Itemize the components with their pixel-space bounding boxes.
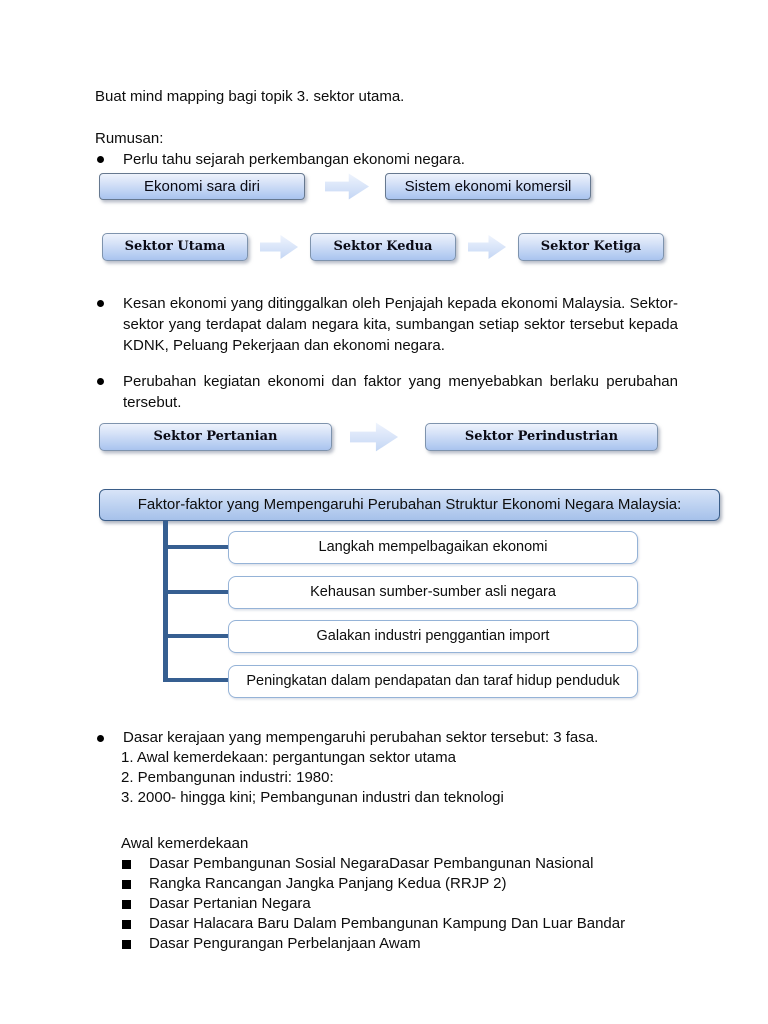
square-bullet-icon xyxy=(122,940,131,949)
tree-branch-line xyxy=(166,590,228,594)
square-bullet-icon xyxy=(122,860,131,869)
bullet-item-kesan-ekonomi: Kesan ekonomi yang ditinggalkan oleh Pen… xyxy=(95,293,678,356)
faktor-tree-diagram: Langkah mempelbagaikan ekonomi Kehausan … xyxy=(99,521,678,712)
bullet-dot-icon xyxy=(97,378,104,385)
arrow-right-icon xyxy=(325,173,369,200)
square-bullet-text: Dasar Pertanian Negara xyxy=(149,895,311,912)
bullet-item-sejarah: Perlu tahu sejarah perkembangan ekonomi … xyxy=(95,149,678,170)
page-title: Buat mind mapping bagi topik 3. sektor u… xyxy=(95,88,405,105)
numbered-item: 1. Awal kemerdekaan: pergantungan sektor… xyxy=(121,749,456,766)
square-bullet-item: Rangka Rancangan Jangka Panjang Kedua (R… xyxy=(95,874,678,894)
square-bullet-item: Dasar Halacara Baru Dalam Pembangunan Ka… xyxy=(95,914,678,934)
faktor-item-box: Kehausan sumber-sumber asli negara xyxy=(228,576,638,609)
flow-box-sektor-kedua: Sektor Kedua xyxy=(310,233,456,261)
bullet-text: Perubahan kegiatan ekonomi dan faktor ya… xyxy=(123,373,678,411)
bullet-text: Kesan ekonomi yang ditinggalkan oleh Pen… xyxy=(123,295,678,354)
square-bullet-icon xyxy=(122,920,131,929)
arrow-right-icon xyxy=(260,235,298,259)
flowchart-sectors: Sektor Utama Sektor Kedua Sektor Ketiga xyxy=(102,233,678,261)
numbered-item: 3. 2000- hingga kini; Pembangunan indust… xyxy=(121,789,504,806)
flow-box-sektor-ketiga: Sektor Ketiga xyxy=(518,233,664,261)
document-content: Buat mind mapping bagi topik 3. sektor u… xyxy=(95,86,720,954)
square-bullet-item: Dasar Pertanian Negara xyxy=(95,894,678,914)
square-bullet-item: Dasar Pembangunan Sosial NegaraDasar Pem… xyxy=(95,854,678,874)
rumusan-label: Rumusan: xyxy=(95,130,164,147)
flow-box-sektor-utama: Sektor Utama xyxy=(102,233,248,261)
flow-box-sistem-ekonomi-komersil: Sistem ekonomi komersil xyxy=(385,173,591,200)
tree-branch-line xyxy=(166,545,228,549)
flow-box-sektor-pertanian: Sektor Pertanian xyxy=(99,423,332,451)
faktor-item-box: Galakan industri penggantian import xyxy=(228,620,638,653)
faktor-header-box: Faktor-faktor yang Mempengaruhi Perubaha… xyxy=(99,489,720,521)
square-bullet-icon xyxy=(122,880,131,889)
tree-branch-line xyxy=(166,678,228,682)
bullet-dot-icon xyxy=(97,735,104,742)
subheading-awal-kemerdekaan: Awal kemerdekaan xyxy=(121,835,249,852)
bullet-item-perubahan: Perubahan kegiatan ekonomi dan faktor ya… xyxy=(95,371,678,413)
tree-branch-line xyxy=(166,634,228,638)
square-bullet-text: Dasar Pembangunan Sosial NegaraDasar Pem… xyxy=(149,855,594,872)
flowchart-economy-evolution: Ekonomi sara diri Sistem ekonomi komersi… xyxy=(99,173,678,200)
bullet-dot-icon xyxy=(97,300,104,307)
arrow-right-icon xyxy=(468,235,506,259)
bullet-dot-icon xyxy=(97,156,104,163)
faktor-item-box: Langkah mempelbagaikan ekonomi xyxy=(228,531,638,564)
square-bullet-icon xyxy=(122,900,131,909)
flow-box-ekonomi-sara-diri: Ekonomi sara diri xyxy=(99,173,305,200)
bullet-text: Perlu tahu sejarah perkembangan ekonomi … xyxy=(123,151,465,168)
bullet-text: Dasar kerajaan yang mempengaruhi perubah… xyxy=(123,729,599,746)
arrow-right-icon xyxy=(350,422,398,452)
flowchart-pertanian-perindustrian: Sektor Pertanian Sektor Perindustrian xyxy=(99,422,678,452)
square-bullet-text: Dasar Halacara Baru Dalam Pembangunan Ka… xyxy=(149,915,626,932)
square-bullet-text: Rangka Rancangan Jangka Panjang Kedua (R… xyxy=(149,875,507,892)
numbered-item: 2. Pembangunan industri: 1980: xyxy=(121,769,334,786)
tree-vertical-line xyxy=(163,521,168,682)
faktor-item-box: Peningkatan dalam pendapatan dan taraf h… xyxy=(228,665,638,698)
flow-box-sektor-perindustrian: Sektor Perindustrian xyxy=(425,423,658,451)
square-bullet-item: Dasar Pengurangan Perbelanjaan Awam xyxy=(95,934,678,954)
bullet-item-dasar-kerajaan: Dasar kerajaan yang mempengaruhi perubah… xyxy=(95,728,678,748)
square-bullet-text: Dasar Pengurangan Perbelanjaan Awam xyxy=(149,935,421,952)
